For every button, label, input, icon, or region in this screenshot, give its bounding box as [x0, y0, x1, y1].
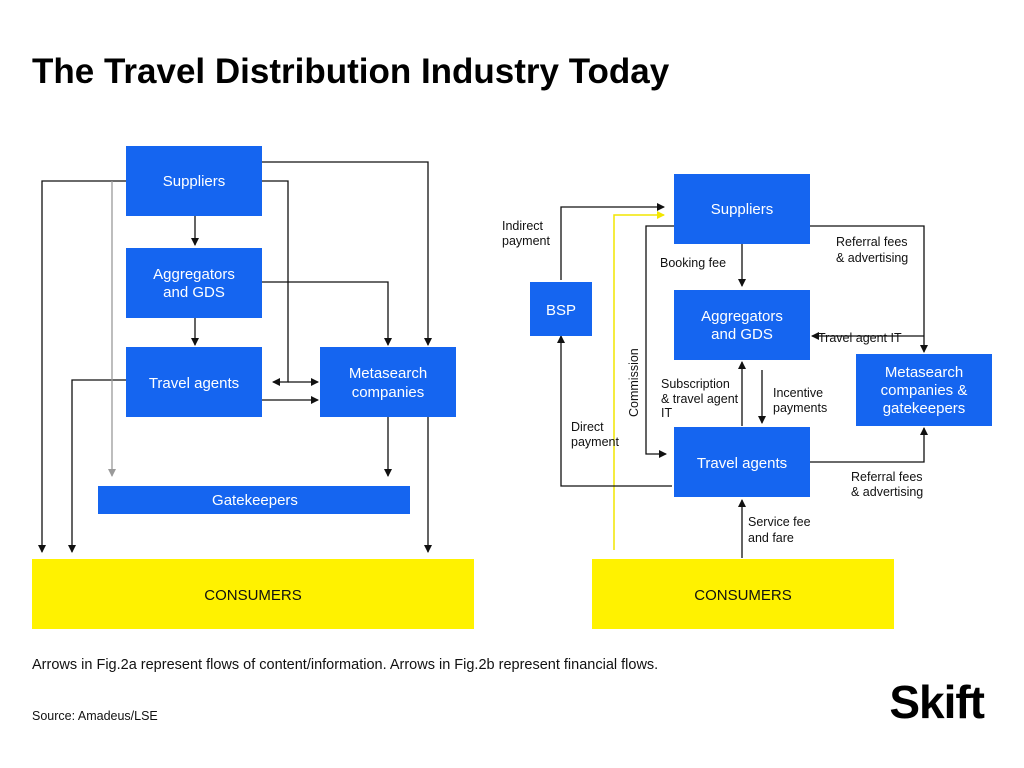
arrow-a-suppliers-agents [262, 180, 289, 386]
svg-text:companies: companies [352, 384, 425, 401]
box-a-aggregators: Aggregators and GDS [126, 248, 262, 318]
fig-b-arrows [557, 203, 928, 558]
box-b-bsp: BSP [530, 282, 592, 336]
label-subscription-3: IT [661, 406, 672, 420]
label-service-fee: Service fee [748, 515, 811, 529]
arrow-a-agents-consumers [68, 379, 126, 553]
svg-text:and GDS: and GDS [163, 284, 225, 301]
fig-a-arrows [38, 161, 432, 553]
arrow-a-suppliers-consumers [38, 180, 126, 553]
label-indirect-payment: Indirect [502, 219, 544, 233]
arrow-b-agents-metasearch [810, 427, 928, 463]
label-referral-top: Referral fees [836, 235, 908, 249]
label-booking-fee: Booking fee [660, 256, 726, 270]
footnote: Arrows in Fig.2a represent flows of cont… [32, 657, 658, 673]
box-b-consumers: CONSUMERS [592, 559, 894, 629]
arrow-b-suppliers-metasearch [810, 225, 928, 353]
box-a-gatekeepers: Gatekeepers [98, 486, 410, 514]
svg-text:Suppliers: Suppliers [711, 201, 774, 218]
skift-logo: Skift [889, 676, 984, 728]
box-a-suppliers: Suppliers [126, 146, 262, 216]
svg-text:Aggregators: Aggregators [153, 266, 235, 283]
label-subscription: Subscription [661, 377, 730, 391]
svg-text:CONSUMERS: CONSUMERS [204, 587, 302, 604]
label-referral-top-2: & advertising [836, 251, 908, 265]
svg-text:companies &: companies & [881, 382, 968, 399]
source-credit: Source: Amadeus/LSE [32, 709, 158, 723]
label-travel-agent-it: Travel agent IT [818, 331, 902, 345]
svg-text:Travel agents: Travel agents [697, 455, 787, 472]
box-a-metasearch: Metasearch companies [320, 347, 456, 417]
svg-text:Gatekeepers: Gatekeepers [212, 492, 298, 509]
box-a-consumers: CONSUMERS [32, 559, 474, 629]
fig-a: Suppliers Aggregators and GDS Travel age… [32, 146, 474, 629]
label-subscription-2: & travel agent [661, 392, 739, 406]
svg-text:Suppliers: Suppliers [163, 173, 226, 190]
arrow-b-commission [645, 225, 674, 458]
label-indirect-payment-2: payment [502, 234, 550, 248]
arrow-a-aggregators-metasearch [262, 281, 392, 346]
svg-text:BSP: BSP [546, 302, 576, 319]
svg-text:and GDS: and GDS [711, 326, 773, 343]
box-b-aggregators: Aggregators and GDS [674, 290, 810, 360]
arrow-a-suppliers-metasearch [262, 161, 432, 346]
svg-text:gatekeepers: gatekeepers [883, 400, 966, 417]
svg-text:Travel agents: Travel agents [149, 375, 239, 392]
label-commission: Commission [627, 348, 641, 417]
box-a-travel-agents: Travel agents [126, 347, 262, 417]
label-incentive: Incentive [773, 386, 823, 400]
label-service-fee-2: and fare [748, 531, 794, 545]
box-b-suppliers: Suppliers [674, 174, 810, 244]
arrow-b-bsp-suppliers [560, 203, 665, 280]
label-incentive-2: payments [773, 401, 827, 415]
label-direct-payment: Direct [571, 420, 604, 434]
label-referral-bottom: Referral fees [851, 470, 923, 484]
label-direct-payment-2: payment [571, 435, 619, 449]
svg-text:Aggregators: Aggregators [701, 308, 783, 325]
arrow-b-consumers-suppliers [613, 211, 665, 550]
svg-text:CONSUMERS: CONSUMERS [694, 587, 792, 604]
svg-text:Metasearch: Metasearch [349, 365, 427, 382]
svg-text:Metasearch: Metasearch [885, 364, 963, 381]
box-b-travel-agents: Travel agents [674, 427, 810, 497]
fig-b: Suppliers BSP Aggregators and GDS Metase… [502, 174, 992, 629]
page-title: The Travel Distribution Industry Today [32, 52, 670, 91]
arrow-b-direct-payment [557, 335, 672, 487]
label-referral-bottom-2: & advertising [851, 485, 923, 499]
box-b-metasearch: Metasearch companies & gatekeepers [856, 354, 992, 426]
